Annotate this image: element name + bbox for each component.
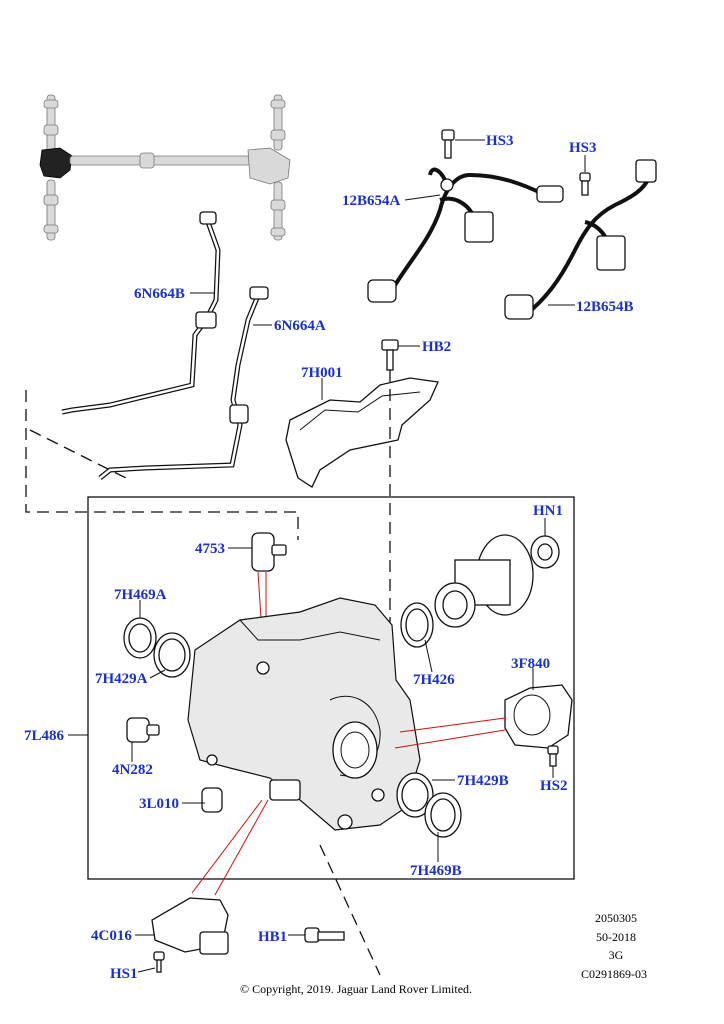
label-7h469a: 7H469A (114, 587, 167, 603)
plug-4n282 (126, 717, 160, 743)
bolt-hs3-right (579, 172, 591, 196)
output-flange (434, 534, 534, 628)
illustration-metadata: 2050305 50-2018 3G C0291869-03 (581, 911, 647, 981)
assembly-frame (87, 496, 575, 880)
label-6n664a: 6N664A (274, 318, 326, 334)
bolt-hs3-top (441, 129, 455, 159)
label-7h469b: 7H469B (410, 863, 462, 879)
seal-7h426 (400, 602, 434, 648)
label-4n282: 4N282 (112, 762, 153, 778)
copyright-notice: © Copyright, 2019. Jaguar Land Rover Lim… (240, 982, 472, 996)
label-6n664b: 6N664B (134, 286, 185, 302)
callout-leaders (68, 139, 586, 973)
control-module-4c016 (151, 799, 269, 955)
seal-7h469a (123, 617, 157, 659)
dashed-leader-lines (25, 370, 391, 976)
label-7h429b: 7H429B (457, 773, 509, 789)
label-3f840: 3F840 (511, 656, 550, 672)
bolt-hb1 (304, 927, 345, 943)
breather-tube-6n664b (61, 211, 221, 415)
bolt-hb2 (381, 339, 399, 371)
label-7h429a: 7H429A (95, 671, 148, 687)
label-7h426: 7H426 (413, 672, 455, 688)
label-12b654b: 12B654B (576, 299, 634, 315)
meta-line-4: C0291869-03 (581, 967, 647, 981)
label-hb2: HB2 (422, 339, 451, 355)
label-7h001: 7H001 (301, 365, 343, 381)
seal-7h469b (424, 792, 462, 838)
actuator-3f840 (394, 684, 573, 749)
label-7l486: 7L486 (24, 728, 65, 744)
driveline-locator-thumbnail (39, 94, 291, 241)
seal-7h429b (396, 772, 434, 818)
wiring-harness-12b654b (504, 159, 657, 320)
meta-line-3: 3G (609, 948, 624, 962)
breather-tube-6n664a (98, 286, 269, 480)
label-hs2: HS2 (540, 778, 568, 794)
differential-housing-7l486 (187, 597, 421, 831)
label-hs3-top: HS3 (486, 133, 514, 149)
label-12b654a: 12B654A (342, 193, 401, 209)
meta-line-1: 2050305 (595, 911, 637, 925)
label-hs1: HS1 (110, 966, 138, 982)
meta-line-2: 50-2018 (596, 930, 636, 944)
label-hs3-right: HS3 (569, 140, 597, 156)
label-hn1: HN1 (533, 503, 563, 519)
label-4c016: 4C016 (91, 928, 132, 944)
label-4753: 4753 (195, 541, 225, 557)
label-hb1: HB1 (258, 929, 287, 945)
nut-hn1 (530, 535, 560, 569)
label-3l010: 3L010 (139, 796, 179, 812)
wiring-harness-12b654a (367, 167, 564, 303)
seal-7h429a (153, 632, 191, 678)
heat-shield-7h001 (285, 377, 439, 488)
plug-3l010 (201, 787, 223, 813)
screw-hs2 (547, 745, 559, 767)
screw-hs1 (153, 951, 165, 973)
